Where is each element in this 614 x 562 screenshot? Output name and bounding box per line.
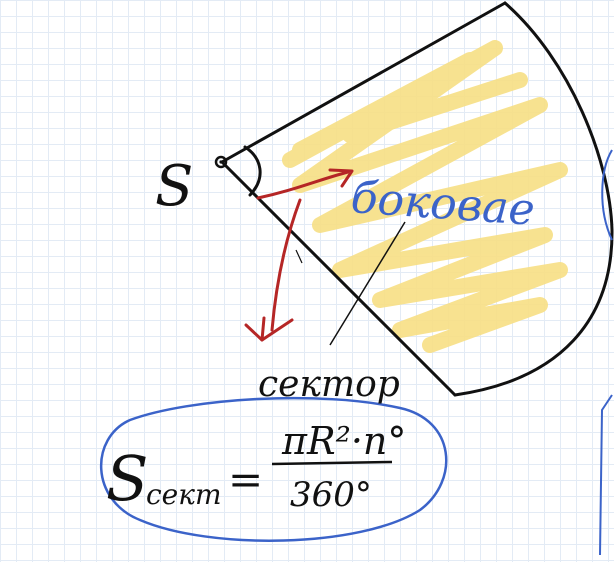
sector-lower-edge	[220, 160, 457, 397]
formula-circle	[99, 396, 448, 542]
right-bracket-top	[601, 149, 613, 241]
lateral-pointer-line	[329, 221, 406, 346]
red-arrow-down	[270, 198, 302, 332]
red-arrows	[244, 168, 354, 342]
red-arrow-up	[256, 170, 350, 200]
apex-point	[214, 155, 228, 169]
right-bracket-bottom	[599, 394, 613, 556]
sector-outline	[220, 1, 614, 397]
formula-numerator: πR²·n°	[281, 419, 406, 463]
vertex-label: S	[155, 154, 193, 219]
sector-pointer-line	[295, 249, 303, 264]
formula-lhs: S	[106, 442, 148, 515]
sector-arc	[453, 1, 614, 397]
red-arrow-up-head	[328, 168, 354, 188]
sector-label: сектор	[258, 364, 400, 405]
sector-upper-edge	[220, 1, 507, 164]
formula-equals: =	[228, 455, 263, 504]
fraction-bar	[271, 460, 393, 466]
red-arrow-down-head	[244, 318, 294, 342]
formula-denominator: 360°	[290, 475, 372, 515]
lateral-surface-shading	[282, 40, 568, 353]
formula-lhs-subscript: сект	[146, 478, 222, 511]
angle-arc	[243, 145, 262, 197]
